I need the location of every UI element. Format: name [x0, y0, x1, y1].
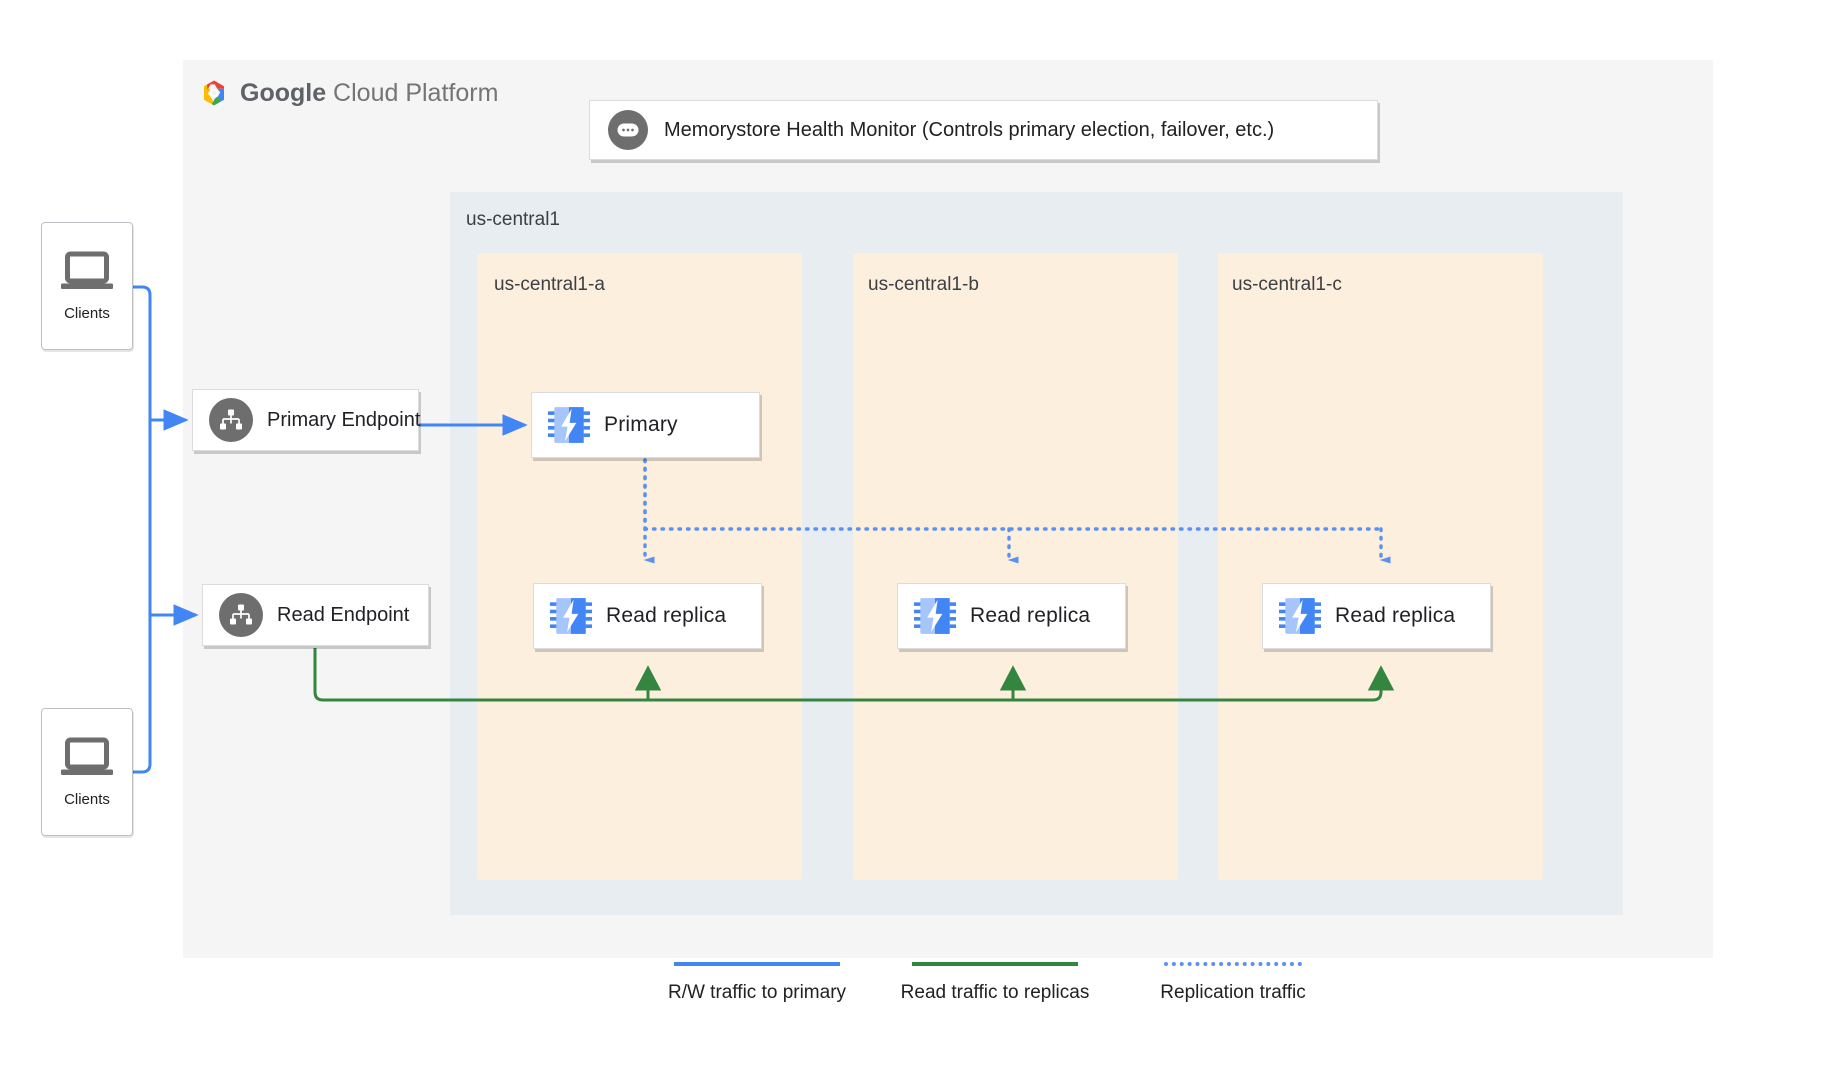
zone-label-c: us-central1-c [1232, 274, 1342, 295]
zone-panel-us-central1-b [853, 253, 1178, 880]
zone-panel-us-central1-a [477, 253, 802, 880]
clients-bottom-label: Clients [64, 790, 110, 808]
gcp-logo-product: Cloud Platform [326, 78, 499, 107]
memorystore-chip-icon [1279, 598, 1321, 634]
clients-bottom-card[interactable]: Clients [41, 708, 133, 836]
read-replica-node-a-label: Read replica [606, 604, 727, 627]
legend-swatch-replication [1164, 962, 1302, 966]
read-endpoint-label: Read Endpoint [277, 603, 410, 626]
read-replica-node-a-card[interactable]: Read replica [533, 583, 762, 649]
legend-label-read: Read traffic to replicas [900, 982, 1090, 1003]
network-topology-icon [219, 593, 263, 637]
health-monitor-card[interactable]: Memorystore Health Monitor (Controls pri… [589, 100, 1378, 160]
laptop-icon [61, 251, 113, 289]
primary-node-card[interactable]: Primary [531, 392, 760, 458]
clients-top-card[interactable]: Clients [41, 222, 133, 350]
read-replica-node-c-card[interactable]: Read replica [1262, 583, 1491, 649]
read-replica-node-b-card[interactable]: Read replica [897, 583, 1126, 649]
primary-endpoint-label: Primary Endpoint [267, 408, 421, 431]
network-topology-icon [209, 398, 253, 442]
read-replica-node-b-label: Read replica [970, 604, 1091, 627]
gcp-logo-text: Google Cloud Platform [240, 79, 498, 108]
memorystore-chip-icon [548, 407, 590, 443]
network-topology-glyph [230, 604, 252, 625]
legend-swatch-read [912, 962, 1078, 966]
legend-label-replication: Replication traffic [1160, 982, 1306, 1003]
laptop-icon [61, 737, 113, 775]
read-endpoint-card[interactable]: Read Endpoint [202, 584, 429, 646]
legend-label-rw: R/W traffic to primary [667, 982, 847, 1003]
zone-label-a: us-central1-a [494, 274, 605, 295]
primary-endpoint-card[interactable]: Primary Endpoint [192, 389, 421, 451]
memorystore-chip-icon [550, 598, 592, 634]
health-monitor-label: Memorystore Health Monitor (Controls pri… [664, 118, 1275, 141]
zone-panel-us-central1-c [1218, 253, 1543, 880]
google-cloud-hexagon-logo-icon [204, 80, 224, 106]
health-monitor-glyph [617, 123, 639, 137]
zone-label-b: us-central1-b [868, 274, 979, 295]
memorystore-chip-icon [914, 598, 956, 634]
network-topology-glyph [220, 409, 242, 430]
region-label: us-central1 [466, 209, 560, 230]
clients-top-label: Clients [64, 304, 110, 322]
legend-swatch-rw [674, 962, 840, 966]
read-replica-node-c-label: Read replica [1335, 604, 1456, 627]
health-monitor-icon [608, 110, 648, 150]
gcp-logo-brand: Google [240, 78, 327, 107]
gcp-logo: Google Cloud Platform [199, 78, 498, 108]
primary-node-label: Primary [604, 413, 678, 436]
